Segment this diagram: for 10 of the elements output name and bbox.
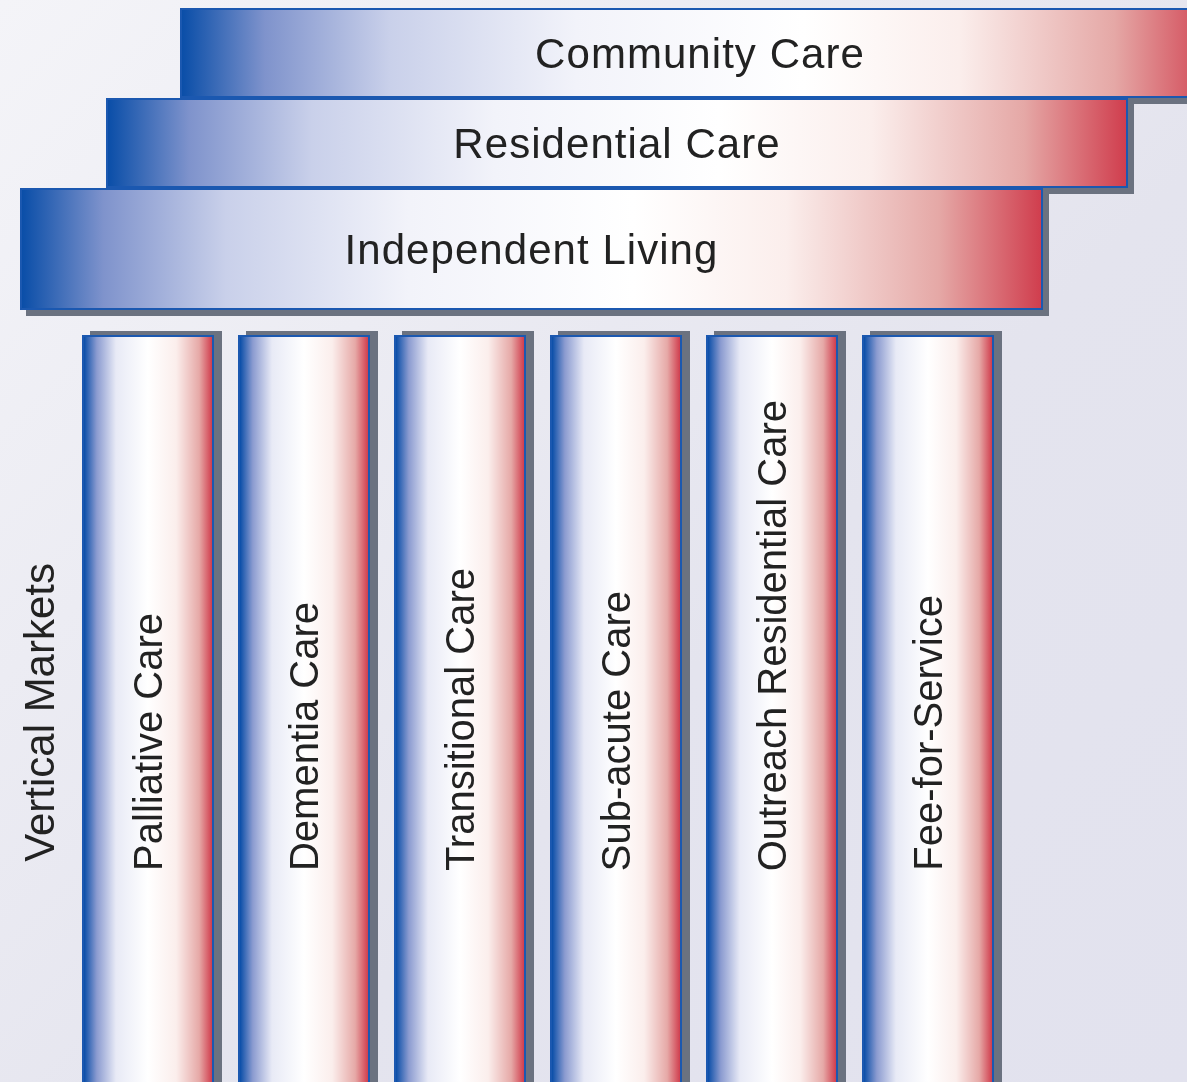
column-label: Sub-acute Care [593, 590, 639, 871]
band-label: Residential Care [453, 118, 781, 169]
band-label: Independent Living [344, 224, 719, 275]
column-label: Dementia Care [281, 602, 327, 871]
axis-label: Vertical Markets [15, 563, 64, 862]
column-label: Palliative Care [125, 613, 171, 871]
column-label: Outreach Residential Care [749, 399, 795, 871]
column-label: Fee-for-Service [905, 595, 951, 871]
column-label: Transitional Care [437, 567, 483, 871]
band-label: Community Care [535, 28, 865, 79]
